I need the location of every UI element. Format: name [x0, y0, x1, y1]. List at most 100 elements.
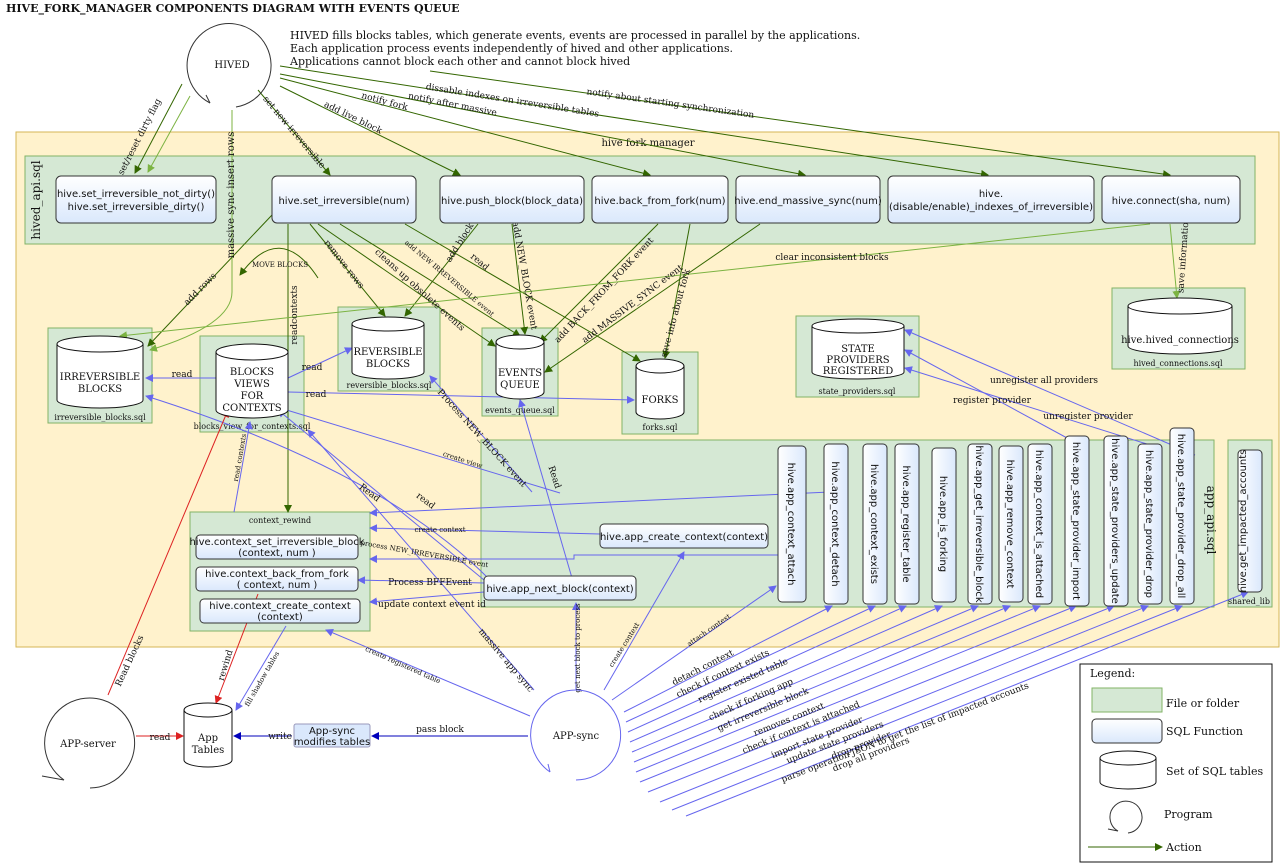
func-app-vertical-4 [931, 447, 957, 603]
edge-unregister-provider [904, 366, 1151, 446]
edge-update-context [369, 591, 485, 606]
edge-notify-start [429, 70, 1171, 178]
label-read-app: read [150, 733, 171, 743]
label-read-forks-view: read [306, 390, 327, 400]
func-app-vertical-11 [1169, 427, 1195, 605]
label-pass-block: pass block [416, 725, 464, 735]
edge-set-new-irreversible [257, 89, 331, 176]
func-end-massive [735, 175, 881, 224]
legend-tables-label: Set of SQL tables [1166, 765, 1264, 778]
blocks-views-line-4: CONTEXTS [222, 403, 281, 414]
edge-add-live-block [279, 85, 461, 176]
edge-add-block [404, 223, 479, 317]
edge-move-blocks [239, 247, 319, 279]
edge-attach-rewind [369, 491, 831, 517]
table-hived-connections: hive.hived_connections [1121, 297, 1239, 355]
hived-api-label: hived_api.sql [29, 160, 43, 239]
reversible-line-2: BLOCKS [366, 359, 410, 370]
func-context-set-irr-line-1: hive.context_set_irreversible_block [189, 537, 364, 548]
edge-attach-context [611, 585, 777, 701]
edge-fill-shadow [235, 625, 287, 711]
edge-parse-json [685, 590, 1249, 817]
func-app-vertical-0-label: hive.app_context_attach [785, 463, 796, 586]
func-app-vertical-5-label: hive.app_get_irreversible_block [973, 445, 984, 603]
app-sync-modifies-line-1: App-sync [309, 726, 355, 737]
table-reversible: REVERSIBLE BLOCKS [351, 316, 425, 380]
func-end-massive-label: hive.end_massive_sync(num) [734, 196, 882, 207]
func-dirty-line-1: hive.set_irreversible_not_dirty() [57, 189, 215, 200]
app-server-label: APP-server [59, 739, 116, 750]
edge-save-information [1169, 223, 1181, 299]
func-impacted-accounts-label: hive.get_impacted_accounts [1238, 450, 1249, 593]
func-back-from-fork [591, 175, 729, 224]
legend-function-label: SQL Function [1166, 725, 1243, 738]
edge-get-irr [631, 605, 979, 753]
func-context-set-irr [195, 534, 359, 560]
func-app-vertical-6 [998, 445, 1024, 603]
label-fill-shadow: fill shadow tables [243, 650, 281, 708]
func-context-set-irr-line-2: (context, num ) [238, 548, 316, 559]
edge-add-rows [147, 214, 273, 347]
edge-attached [635, 604, 1041, 773]
legend-file-label: File or folder [1166, 697, 1240, 710]
description-line-2: Each application process events independ… [290, 42, 733, 55]
label-update-context: update context event id [378, 600, 486, 610]
edge-register-provider [904, 349, 1081, 446]
label-rewind: rewind [217, 649, 236, 683]
edge-read-forks-view [287, 391, 635, 404]
edge-disable-indexes [279, 65, 989, 178]
func-set-irreversible [271, 175, 417, 224]
label-move-blocks: MOVE BLOCKS [252, 261, 308, 269]
app-sync-label: APP-sync [552, 731, 600, 742]
func-app-vertical-5 [967, 443, 993, 605]
func-app-vertical-9-label: hive.app_state_providers_update [1109, 438, 1120, 604]
table-blocks-views: BLOCKS VIEWS FOR CONTEXTS [215, 343, 289, 419]
irreversible-line-2: BLOCKS [78, 384, 122, 395]
forks-sql-label: forks.sql [643, 423, 678, 432]
label-register-provider: register provider [953, 396, 1032, 406]
func-app-create-context [599, 523, 769, 549]
edge-notify-fork [279, 77, 651, 178]
func-dirty-line-2: hive.set_irreversible_dirty() [68, 202, 205, 213]
func-app-vertical-7 [1027, 443, 1053, 605]
edge-import [639, 604, 1077, 783]
edge-dirty-flag-2 [147, 95, 191, 173]
reversible-sql-label: reversible_blocks.sql [347, 381, 432, 390]
program-app-sync: APP-sync [530, 689, 622, 781]
edge-read-rev [287, 347, 353, 379]
edge-read-contexts [233, 421, 253, 513]
edge-massive-sync [544, 223, 761, 373]
shared-lib-label: shared_lib [1228, 597, 1270, 606]
hived-conn-line-1: hive.hived_connections [1121, 335, 1239, 346]
func-app-vertical-7-label: hive.app_context_is_attached [1033, 450, 1044, 598]
app-tables-line-2: Tables [192, 745, 225, 756]
func-app-next-block-label: hive.app_next_block(context) [486, 584, 633, 595]
edge-cleans-up [317, 223, 496, 347]
func-context-create [199, 598, 361, 624]
edge-dirty-flag [134, 83, 183, 174]
edge-drop-all [671, 604, 1183, 811]
edge-drop [659, 604, 1149, 803]
func-context-back-fork-line-1: hive.context_back_from_fork [205, 569, 349, 580]
edge-create-context2 [603, 551, 685, 691]
edge-create-view [279, 406, 561, 494]
label-add-live-block: add live block [322, 100, 384, 137]
program-hived: HIVED [186, 23, 272, 108]
table-irreversible: IRREVERSIBLE BLOCKS [56, 335, 144, 409]
context-rewind-label: context_rewind [249, 516, 311, 525]
app-sync-modifies-line-2: modifies tables [294, 737, 370, 748]
func-app-vertical-8-label: hive.app_state_provider_import [1070, 442, 1081, 600]
func-app-vertical-4-label: hive.app_is_forking [937, 476, 948, 572]
legend-program-label: Program [1164, 808, 1213, 821]
func-context-back-fork [195, 566, 359, 592]
edge-massive-app-sync [307, 429, 535, 691]
legend-file-swatch [1091, 687, 1163, 713]
func-context-create-line-1: hive.context_create_context [209, 601, 351, 612]
edge-detach [623, 605, 833, 713]
func-push-block [439, 175, 585, 224]
edge-exists [625, 605, 876, 723]
label-read-rev: read [302, 363, 323, 373]
edge-read-cap [145, 394, 489, 579]
state-line-2: PROVIDERS [826, 355, 889, 366]
